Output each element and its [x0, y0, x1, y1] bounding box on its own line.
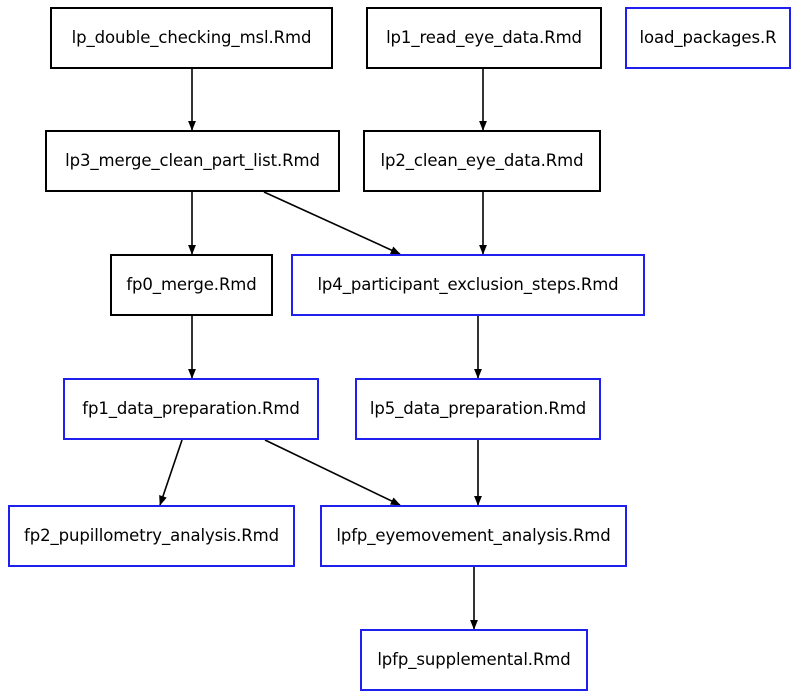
node-fp1_data_preparation[interactable]: fp1_data_preparation.Rmd: [63, 378, 319, 440]
node-lp3_merge_clean_part_list[interactable]: lp3_merge_clean_part_list.Rmd: [45, 130, 340, 192]
edge-fp1_data_preparation-to-lpfp_eyemovement_analysis: [264, 439, 401, 506]
node-lpfp_eyemovement_analysis[interactable]: lpfp_eyemovement_analysis.Rmd: [320, 505, 627, 567]
node-fp0_merge[interactable]: fp0_merge.Rmd: [110, 254, 273, 316]
node-label: fp0_merge.Rmd: [126, 274, 257, 294]
node-label: lp4_participant_exclusion_steps.Rmd: [317, 274, 619, 294]
node-lpfp_supplemental[interactable]: lpfp_supplemental.Rmd: [360, 629, 588, 691]
edge-fp1_data_preparation-to-fp2_pupillometry_analysis: [159, 439, 183, 506]
node-label: lp_double_checking_msl.Rmd: [71, 27, 312, 47]
node-lp4_participant_exclusion_steps[interactable]: lp4_participant_exclusion_steps.Rmd: [291, 254, 645, 316]
node-label: load_packages.R: [639, 27, 777, 47]
node-label: lp2_clean_eye_data.Rmd: [380, 150, 584, 170]
edge-lp3_merge_clean_part_list-to-lp4_participant_exclusion_steps: [263, 191, 401, 255]
node-fp2_pupillometry_analysis[interactable]: fp2_pupillometry_analysis.Rmd: [8, 505, 295, 567]
node-label: fp2_pupillometry_analysis.Rmd: [24, 525, 279, 545]
node-label: lpfp_supplemental.Rmd: [377, 649, 571, 669]
node-label: fp1_data_preparation.Rmd: [82, 398, 300, 418]
node-label: lp5_data_preparation.Rmd: [369, 398, 587, 418]
node-lp1_read_eye_data[interactable]: lp1_read_eye_data.Rmd: [366, 7, 602, 69]
node-label: lp1_read_eye_data.Rmd: [386, 27, 582, 47]
node-lp_double_checking_msl[interactable]: lp_double_checking_msl.Rmd: [50, 7, 333, 69]
node-label: lp3_merge_clean_part_list.Rmd: [65, 150, 320, 170]
node-label: lpfp_eyemovement_analysis.Rmd: [336, 525, 611, 545]
node-lp2_clean_eye_data[interactable]: lp2_clean_eye_data.Rmd: [363, 130, 601, 192]
node-lp5_data_preparation[interactable]: lp5_data_preparation.Rmd: [355, 378, 601, 440]
node-load_packages[interactable]: load_packages.R: [625, 7, 791, 69]
